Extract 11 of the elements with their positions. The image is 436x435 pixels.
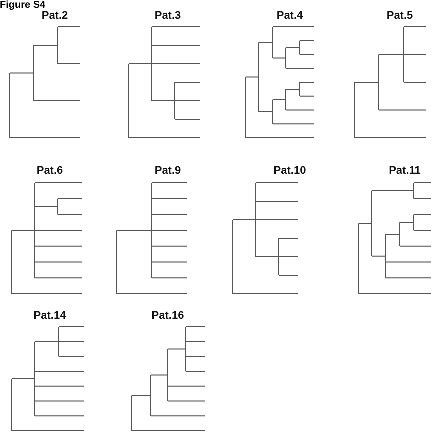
panel-title: Pat.3 (154, 10, 182, 22)
panel-title: Pat.14 (34, 310, 66, 322)
panel-title: Pat.11 (389, 165, 421, 177)
panel-title: Pat.5 (386, 10, 414, 22)
panel-title: Pat.4 (276, 10, 304, 22)
panel-title: Pat.2 (42, 10, 68, 22)
panel-title: Pat.6 (36, 165, 64, 177)
figure-title: Figure S4 (0, 0, 46, 11)
panel-title: Pat.10 (274, 165, 306, 177)
panel-title: Pat.16 (152, 310, 184, 322)
panel-title: Pat.9 (154, 165, 182, 177)
